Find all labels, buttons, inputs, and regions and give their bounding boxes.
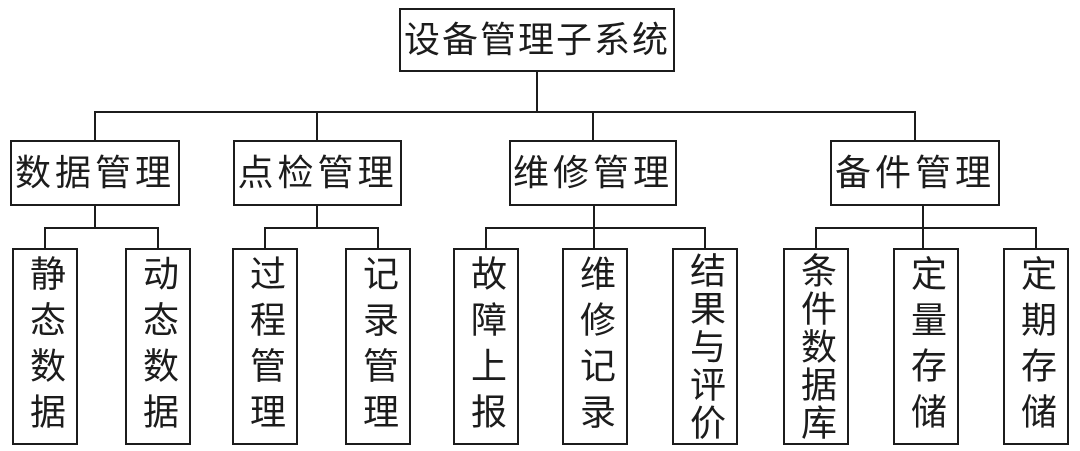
leaf-label: 维修记录 — [575, 254, 615, 439]
leaf-label: 静态数据 — [25, 254, 65, 439]
branch-label: 维修管理 — [512, 153, 673, 193]
leaf-node-condition-database: 条件数据库 — [783, 248, 849, 445]
branch-node-inspection-management: 点检管理 — [233, 140, 402, 206]
leaf-label: 记录管理 — [358, 254, 398, 439]
branch-label: 点检管理 — [237, 153, 398, 193]
leaf-node-quantitative-storage: 定量存储 — [893, 248, 959, 445]
leaf-node-periodic-storage: 定期存储 — [1003, 248, 1069, 445]
leaf-node-process-management: 过程管理 — [232, 248, 298, 445]
root-node-label: 设备管理子系统 — [403, 20, 670, 60]
leaf-label: 故障上报 — [466, 254, 506, 439]
root-node-equipment-management-subsystem: 设备管理子系统 — [399, 8, 675, 72]
leaf-label: 动态数据 — [138, 254, 178, 439]
branch-node-spare-parts-management: 备件管理 — [830, 140, 1000, 206]
leaf-node-maintenance-record: 维修记录 — [562, 248, 628, 445]
leaf-label: 定量存储 — [906, 254, 946, 439]
leaf-node-fault-report: 故障上报 — [453, 248, 519, 445]
leaf-node-record-management: 记录管理 — [345, 248, 411, 445]
leaf-label: 条件数据库 — [796, 251, 836, 442]
leaf-label: 过程管理 — [245, 254, 285, 439]
leaf-node-static-data: 静态数据 — [12, 248, 78, 445]
leaf-label: 结果与评价 — [685, 251, 725, 442]
branch-label: 备件管理 — [834, 153, 995, 193]
branch-node-maintenance-management: 维修管理 — [509, 140, 677, 206]
leaf-node-dynamic-data: 动态数据 — [125, 248, 191, 445]
branch-label: 数据管理 — [14, 153, 175, 193]
leaf-node-result-and-evaluation: 结果与评价 — [672, 248, 738, 445]
leaf-label: 定期存储 — [1016, 254, 1056, 439]
branch-node-data-management: 数据管理 — [10, 140, 180, 206]
